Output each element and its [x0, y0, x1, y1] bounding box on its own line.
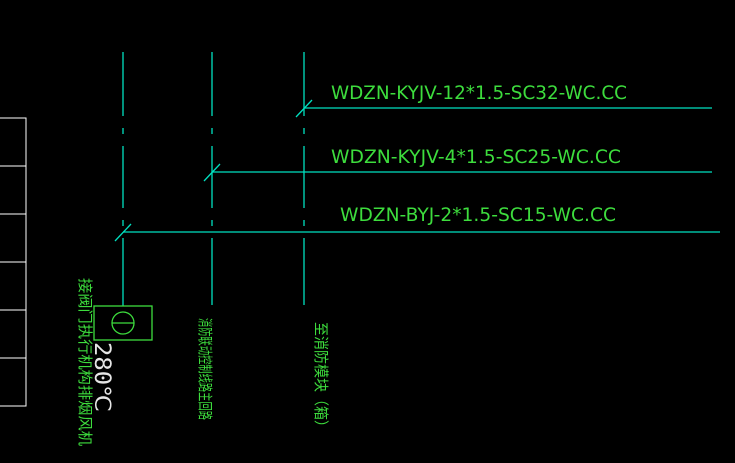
damper-temperature: 280℃ [89, 342, 114, 412]
cable-lines [114, 99, 720, 242]
cable-tick-1 [295, 99, 313, 118]
vertical-label-left: 接阀门执行机构排烟风机 [76, 278, 94, 446]
table-cell [0, 261, 27, 311]
cable-label-1: WDZN-KYJV-12*1.5-SC32-WC.CC [331, 82, 627, 104]
damper-box [93, 305, 153, 341]
table-cell [0, 357, 27, 407]
table-cell [0, 213, 27, 263]
vertical-risers [122, 52, 305, 306]
cable-label-2: WDZN-KYJV-4*1.5-SC25-WC.CC [331, 146, 621, 168]
cable-tick-3 [114, 223, 132, 242]
table-cell [0, 165, 27, 215]
left-table [0, 117, 27, 407]
fire-damper-symbol [93, 305, 153, 341]
vertical-label-middle: 消防联动控制线路主回路 [196, 318, 214, 420]
table-cell [0, 309, 27, 359]
table-cell [0, 117, 27, 167]
cable-tick-2 [203, 163, 221, 182]
cable-label-3: WDZN-BYJ-2*1.5-SC15-WC.CC [340, 204, 616, 226]
vertical-label-right: 至消防模块（箱） [312, 322, 330, 434]
